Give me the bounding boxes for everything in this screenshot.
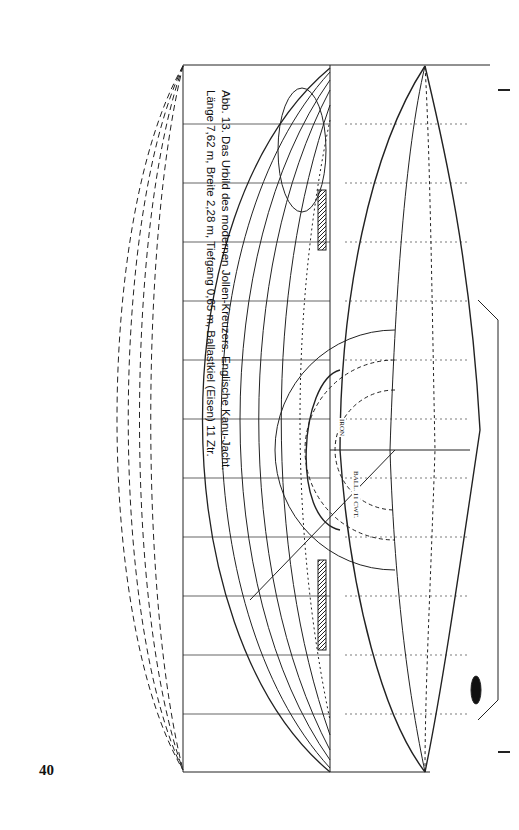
station-line [345,419,470,420]
station-line [345,655,470,656]
station-line [345,714,470,715]
page-number: 40 [38,762,55,779]
station-line [345,596,470,597]
part-label: BALL. 11 CWT. [352,470,360,519]
station-line [345,242,470,243]
station-line [345,360,470,361]
station-line [345,537,470,538]
figure-caption: Abb. 13. Das Urbild des modernen Jollen-… [203,90,233,490]
station-line [345,301,470,302]
station-line [183,596,330,597]
station-line [345,478,470,479]
station-line [183,714,330,715]
part-label: IRON [338,418,346,437]
station-line [183,655,330,656]
station-line [183,537,330,538]
station-line [345,183,470,184]
station-line [345,124,470,125]
